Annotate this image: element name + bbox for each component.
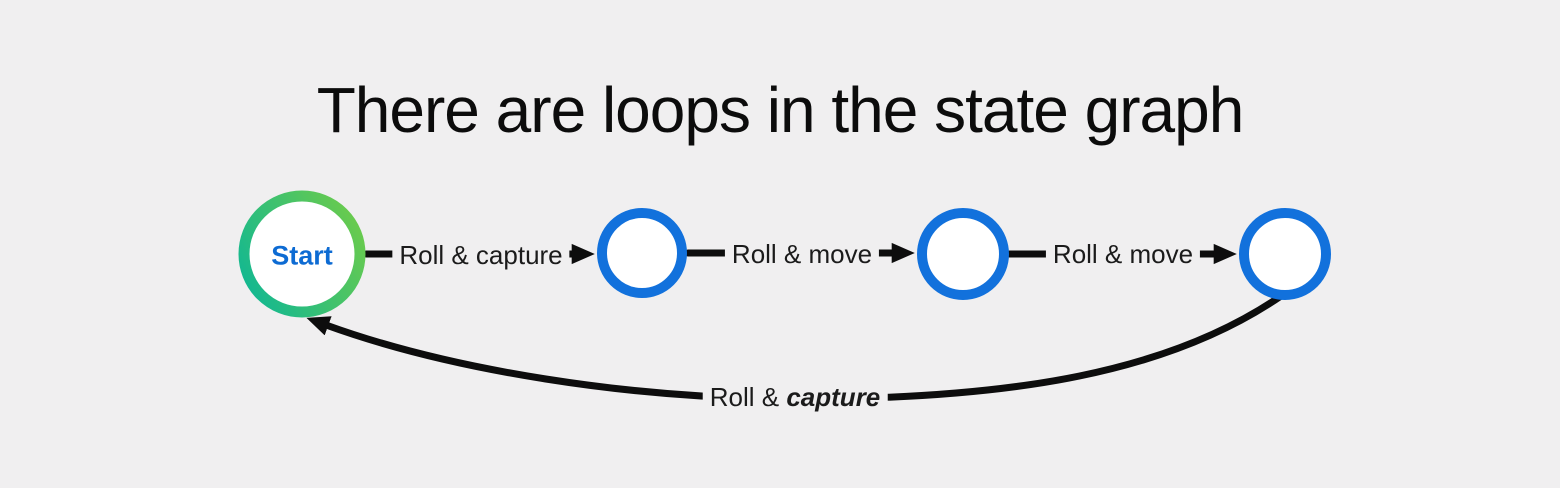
node-start-label: Start <box>271 240 333 271</box>
edge-label-roll-move-1: Roll & move <box>724 237 880 271</box>
loop-label-emphasis: capture <box>786 382 881 412</box>
node-state-3 <box>1239 208 1331 300</box>
node-state-2 <box>917 208 1009 300</box>
node-state-1 <box>597 208 687 298</box>
diagram-title: There are loops in the state graph <box>316 74 1245 146</box>
edge-label-loop-roll-capture: Roll &capture <box>702 380 888 414</box>
node-start <box>238 190 366 318</box>
edge-label-roll-capture: Roll & capture <box>392 238 570 272</box>
loop-label-prefix: Roll & <box>709 382 780 412</box>
edge-label-roll-move-2: Roll & move <box>1045 237 1201 271</box>
